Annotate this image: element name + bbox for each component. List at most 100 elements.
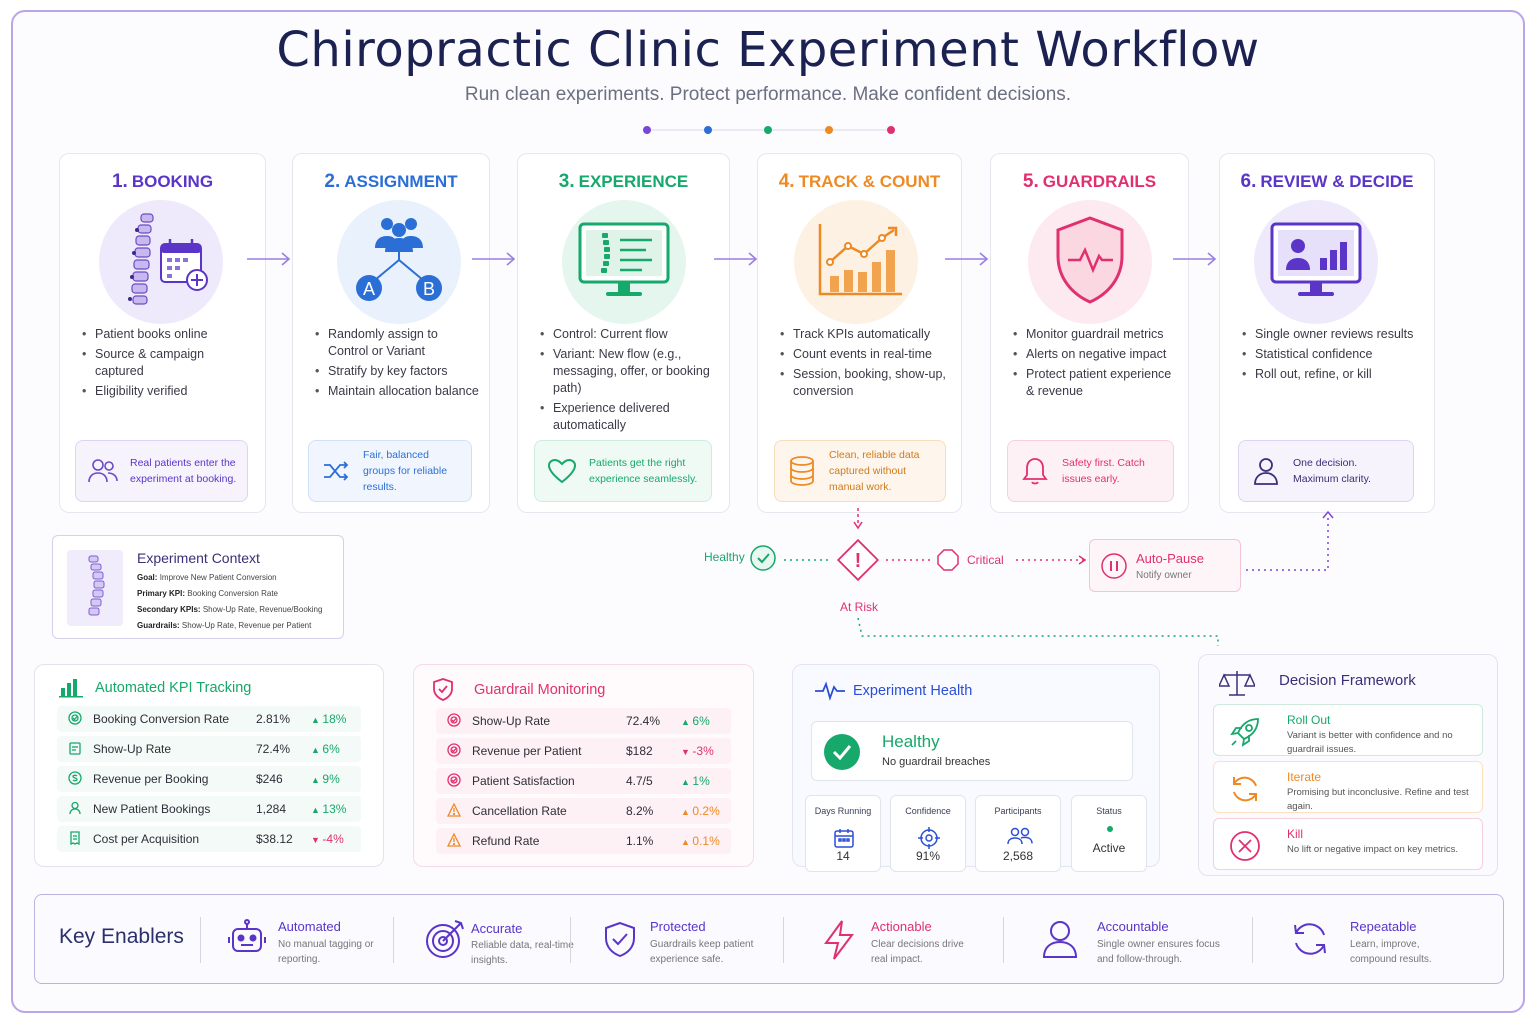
refresh-icon xyxy=(1228,772,1262,811)
health-status-box: Healthy No guardrail breaches xyxy=(811,721,1133,781)
metric-value: 72.4% xyxy=(256,742,291,756)
key-enablers-bar: Key Enablers Automated No manual tagging… xyxy=(34,894,1504,984)
step-note: Clean, reliable data captured without ma… xyxy=(774,440,946,502)
metric-value: $246 xyxy=(256,772,283,786)
step-title: 2.ASSIGNMENT xyxy=(324,171,458,192)
decision-framework-panel: Decision Framework Roll Out Variant is b… xyxy=(1198,654,1498,876)
metric-delta: ▼ -4% xyxy=(311,832,344,846)
panel-title: Guardrail Monitoring xyxy=(474,682,606,698)
table-row: Revenue per Booking$246▲ 9% xyxy=(57,766,361,792)
auto-pause-title: Auto-Pause xyxy=(1136,551,1204,566)
kpi-tracking-panel: Automated KPI Tracking Booking Conversio… xyxy=(34,664,384,867)
step-note: Fair, balanced groups for reliable resul… xyxy=(308,440,472,502)
metric-delta: ▲ 0.2% xyxy=(681,804,720,818)
step-bullets: Monitor guardrail metrics Alerts on nega… xyxy=(1013,326,1178,403)
database-icon xyxy=(785,454,819,488)
metric-value: 8.2% xyxy=(626,804,654,818)
step-note: Safety first. Catch issues early. xyxy=(1007,440,1174,502)
svg-text:B: B xyxy=(423,279,435,299)
dot-purple xyxy=(643,126,651,134)
dot-icon xyxy=(1107,826,1113,832)
decision-roll-out: Roll Out Variant is better with confiden… xyxy=(1213,704,1483,756)
metric-label: Show-Up Rate xyxy=(93,742,172,756)
dot-green xyxy=(764,126,772,134)
metric-label: Revenue per Booking xyxy=(93,772,209,786)
step-title: 6.REVIEW & DECIDE xyxy=(1240,171,1414,192)
metric-value: 1.1% xyxy=(626,834,654,848)
user-icon xyxy=(57,801,93,818)
experiment-context-card: Experiment Context Goal: Improve New Pat… xyxy=(52,535,344,639)
metric-label: Cost per Acquisition xyxy=(93,832,200,846)
table-row: Show-Up Rate 72.4% ▲ 6% xyxy=(436,708,731,734)
metric-delta: ▲ 6% xyxy=(681,714,710,728)
metric-delta: ▼ -3% xyxy=(681,744,714,758)
stat-status: Status Active xyxy=(1071,795,1147,872)
metric-value: $38.12 xyxy=(256,832,293,846)
flow-arrow-1 xyxy=(247,252,291,266)
step-card-booking: 1.BOOKING Patient books onli xyxy=(59,153,266,513)
step-title: 1.BOOKING xyxy=(111,171,214,192)
step-bullets: Randomly assign to Control or Variant St… xyxy=(315,326,479,403)
metric-label: New Patient Bookings xyxy=(93,802,211,816)
dot-orange xyxy=(825,126,833,134)
metric-value: $182 xyxy=(626,744,653,758)
experiment-health-panel: Experiment Health Healthy No guardrail b… xyxy=(792,664,1160,872)
triangle-up-icon: ▲ xyxy=(681,777,693,787)
calendar-icon xyxy=(57,741,93,758)
step-note: Patients get the right experience seamle… xyxy=(534,440,712,502)
metric-value: 1,284 xyxy=(256,802,287,816)
warning-icon xyxy=(436,802,472,820)
check-circle-icon xyxy=(750,545,776,576)
metric-delta: ▲ 6% xyxy=(311,742,340,756)
divider xyxy=(200,917,201,963)
divider xyxy=(783,917,784,963)
dot-blue xyxy=(704,126,712,134)
flow-arrow-4 xyxy=(945,252,989,266)
context-row: Goal: Improve New Patient Conversion xyxy=(137,573,277,582)
metric-label: Show-Up Rate xyxy=(472,714,551,728)
robot-icon xyxy=(225,917,269,961)
target-icon xyxy=(57,710,93,728)
auto-pause-card: Auto-Pause Notify owner xyxy=(1089,539,1241,592)
triangle-up-icon: ▲ xyxy=(681,837,693,847)
shield-pulse-icon xyxy=(1028,200,1152,324)
spine-icon xyxy=(67,550,123,626)
triangle-up-icon: ▲ xyxy=(311,715,323,725)
step-title: 3.EXPERIENCE xyxy=(558,171,689,192)
table-row: Cost per Acquisition $38.12 ▼ -4% xyxy=(57,826,361,852)
metric-delta: ▲ 13% xyxy=(311,802,347,816)
step-title: 5.GUARDRAILS xyxy=(1022,171,1157,192)
guardrail-monitoring-panel: Guardrail Monitoring Show-Up Rate 72.4% ▲ … xyxy=(413,664,754,867)
step-card-assignment: 2.ASSIGNMENT A B Randomly assign to Cont… xyxy=(292,153,490,513)
metric-value: 4.7/5 xyxy=(626,774,653,788)
pulse-icon xyxy=(815,681,845,706)
metric-value: 72.4% xyxy=(626,714,661,728)
person-icon xyxy=(1038,917,1082,961)
context-row: Guardrails: Show-Up Rate, Revenue per Pa… xyxy=(137,621,312,630)
at-risk-diamond-icon: ! xyxy=(836,538,880,587)
target-icon xyxy=(436,712,472,730)
enablers-title: Key Enablers xyxy=(59,925,184,948)
health-flow-lines xyxy=(784,508,1334,646)
step-card-review-decide: 6.REVIEW & DECIDE Single owner reviews r… xyxy=(1219,153,1435,513)
panel-title: Decision Framework xyxy=(1279,672,1416,689)
heart-icon xyxy=(545,454,579,488)
shield-icon xyxy=(432,677,454,706)
health-status-sub: No guardrail breaches xyxy=(882,756,991,768)
table-row: New Patient Bookings 1,284 ▲ 13% xyxy=(57,796,361,822)
context-row: Secondary KPIs: Show-Up Rate, Revenue/Bo… xyxy=(137,605,323,614)
flow-healthy-label: Healthy xyxy=(704,550,745,564)
ab-split-icon: A B xyxy=(337,200,461,324)
dollar-icon xyxy=(57,770,93,788)
divider xyxy=(393,917,394,963)
step-note: Real patients enter the experiment at bo… xyxy=(75,440,248,502)
target-arrow-icon xyxy=(423,917,467,961)
receipt-icon xyxy=(57,830,93,848)
stat-confidence: Confidence 91% xyxy=(890,795,966,872)
scale-icon xyxy=(1217,669,1257,702)
step-card-experience: 3.EXPERIENCE Control: Current flow Varia… xyxy=(517,153,730,513)
step-card-track-count: 4.TRACK & COUNT Track KPIs automatically… xyxy=(757,153,962,513)
